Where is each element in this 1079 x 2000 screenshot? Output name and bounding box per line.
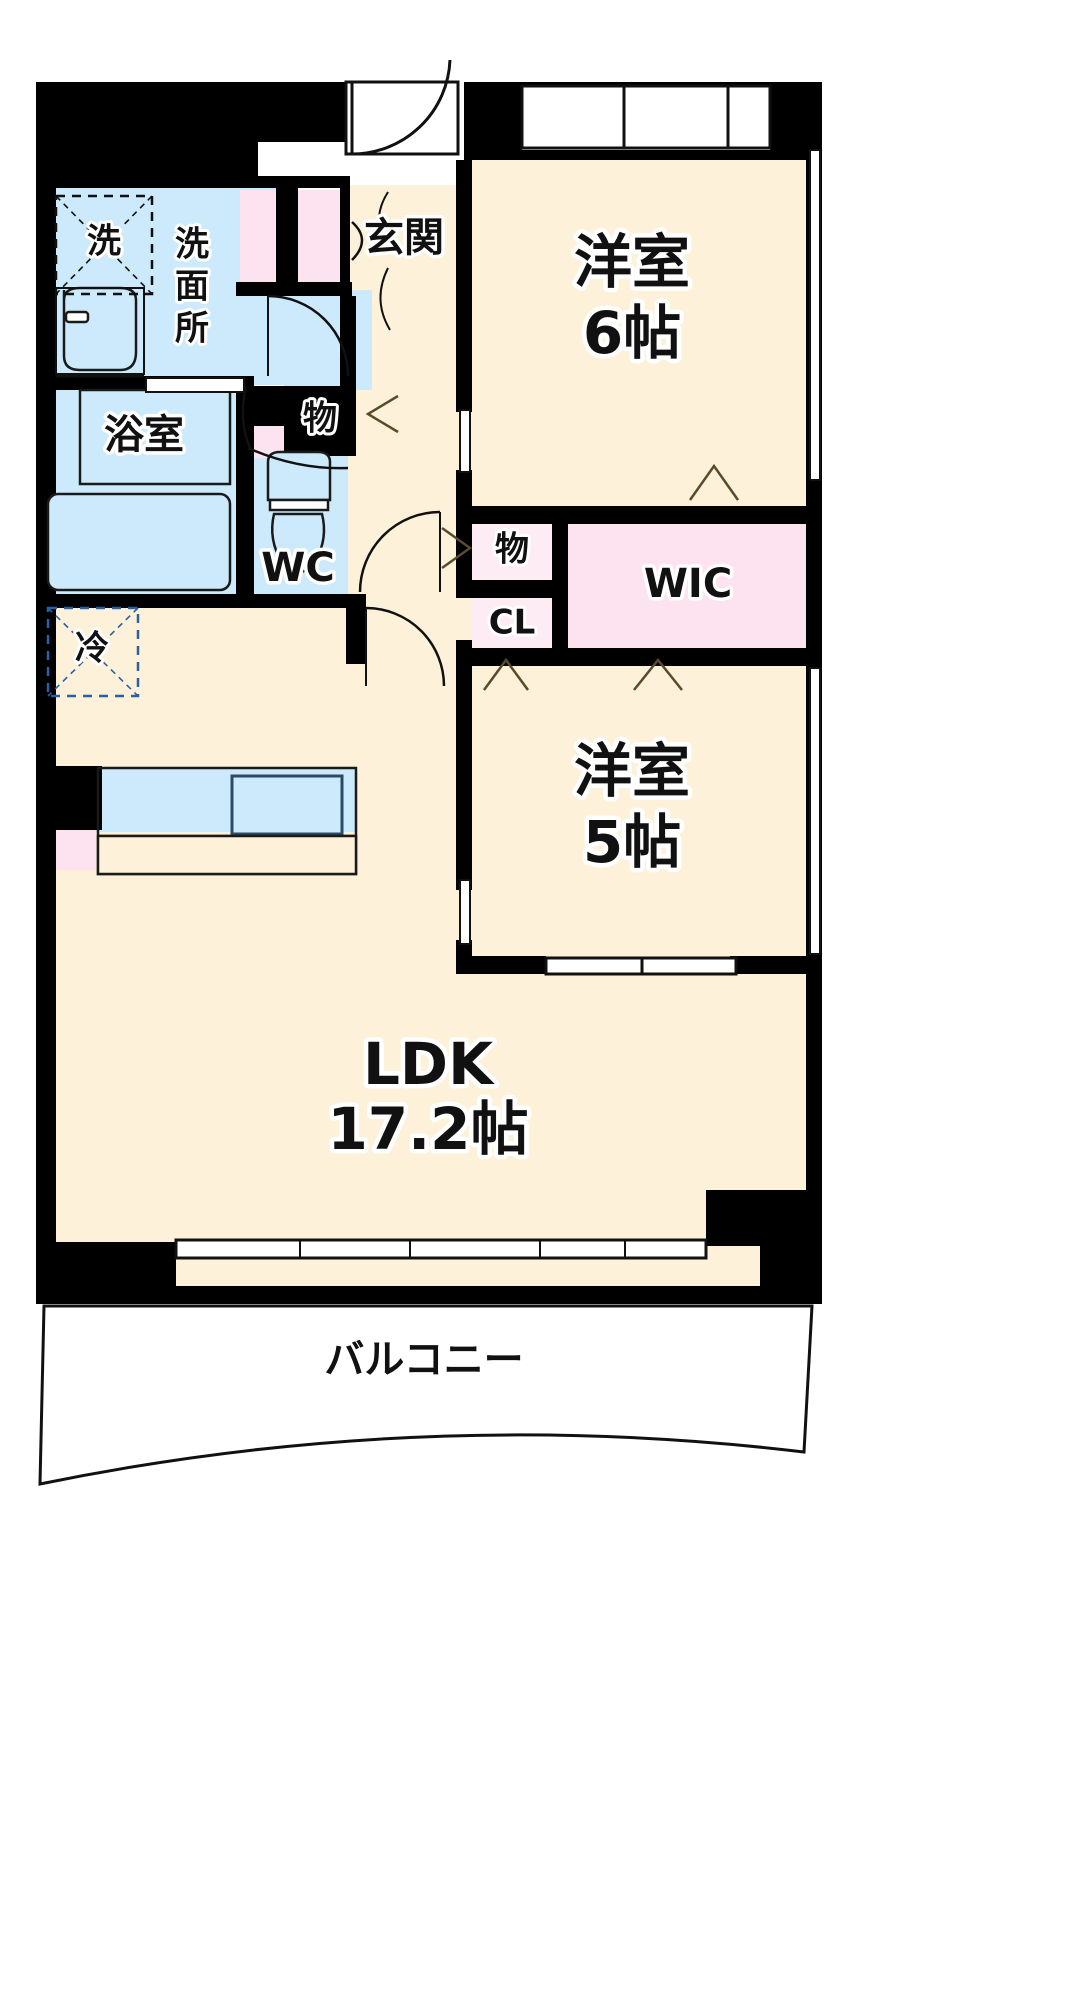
label-storage-upper: 物 — [303, 399, 337, 439]
mono-mid-pink — [472, 520, 552, 582]
label-toilet: WC — [261, 545, 334, 591]
label-washroom-line2: 面 — [175, 267, 209, 307]
label-washer: 洗 — [87, 222, 121, 262]
label-entrance: 玄関 — [364, 215, 444, 261]
label-balcony: バルコニー — [324, 1337, 523, 1383]
walls — [36, 82, 822, 1304]
door-swings — [145, 191, 446, 687]
label-ldk-name: LDK — [363, 1030, 495, 1098]
text-labels: 洗 洗 面 所 玄関 浴室 WC 物 物 CL WIC 冷 洋室 6帖 洋室 5… — [72, 212, 736, 1387]
wic-pink — [566, 520, 816, 652]
balcony-outline — [38, 1304, 814, 1486]
label-washroom-line1: 洗 — [175, 225, 209, 265]
room-outlines — [46, 286, 332, 592]
label-room5-size: 5帖 — [583, 808, 681, 876]
label-walk-in-closet: WIC — [644, 561, 732, 607]
closet-pink-b — [296, 190, 344, 290]
label-washroom-line3: 所 — [175, 309, 209, 349]
washer-symbol — [54, 194, 154, 296]
washroom-floor-ext — [284, 290, 372, 390]
room5-floor — [468, 655, 813, 965]
label-refrigerator: 冷 — [75, 629, 109, 669]
label-closet: CL — [489, 603, 536, 643]
label-room5-name: 洋室 — [574, 737, 690, 805]
label-ldk-size: 17.2帖 — [327, 1095, 528, 1163]
room6-floor — [468, 90, 813, 525]
label-bathroom: 浴室 — [104, 412, 184, 458]
cl-pink — [472, 596, 552, 652]
closet-door-marks — [365, 394, 740, 691]
label-room6-size: 6帖 — [583, 299, 681, 367]
label-storage-mid: 物 — [495, 530, 529, 570]
kitchen-symbol — [96, 766, 358, 876]
refrigerator-symbol — [46, 606, 140, 698]
corridor-floor — [345, 390, 465, 605]
label-room6-name: 洋室 — [574, 228, 690, 296]
windows — [174, 59, 821, 1260]
